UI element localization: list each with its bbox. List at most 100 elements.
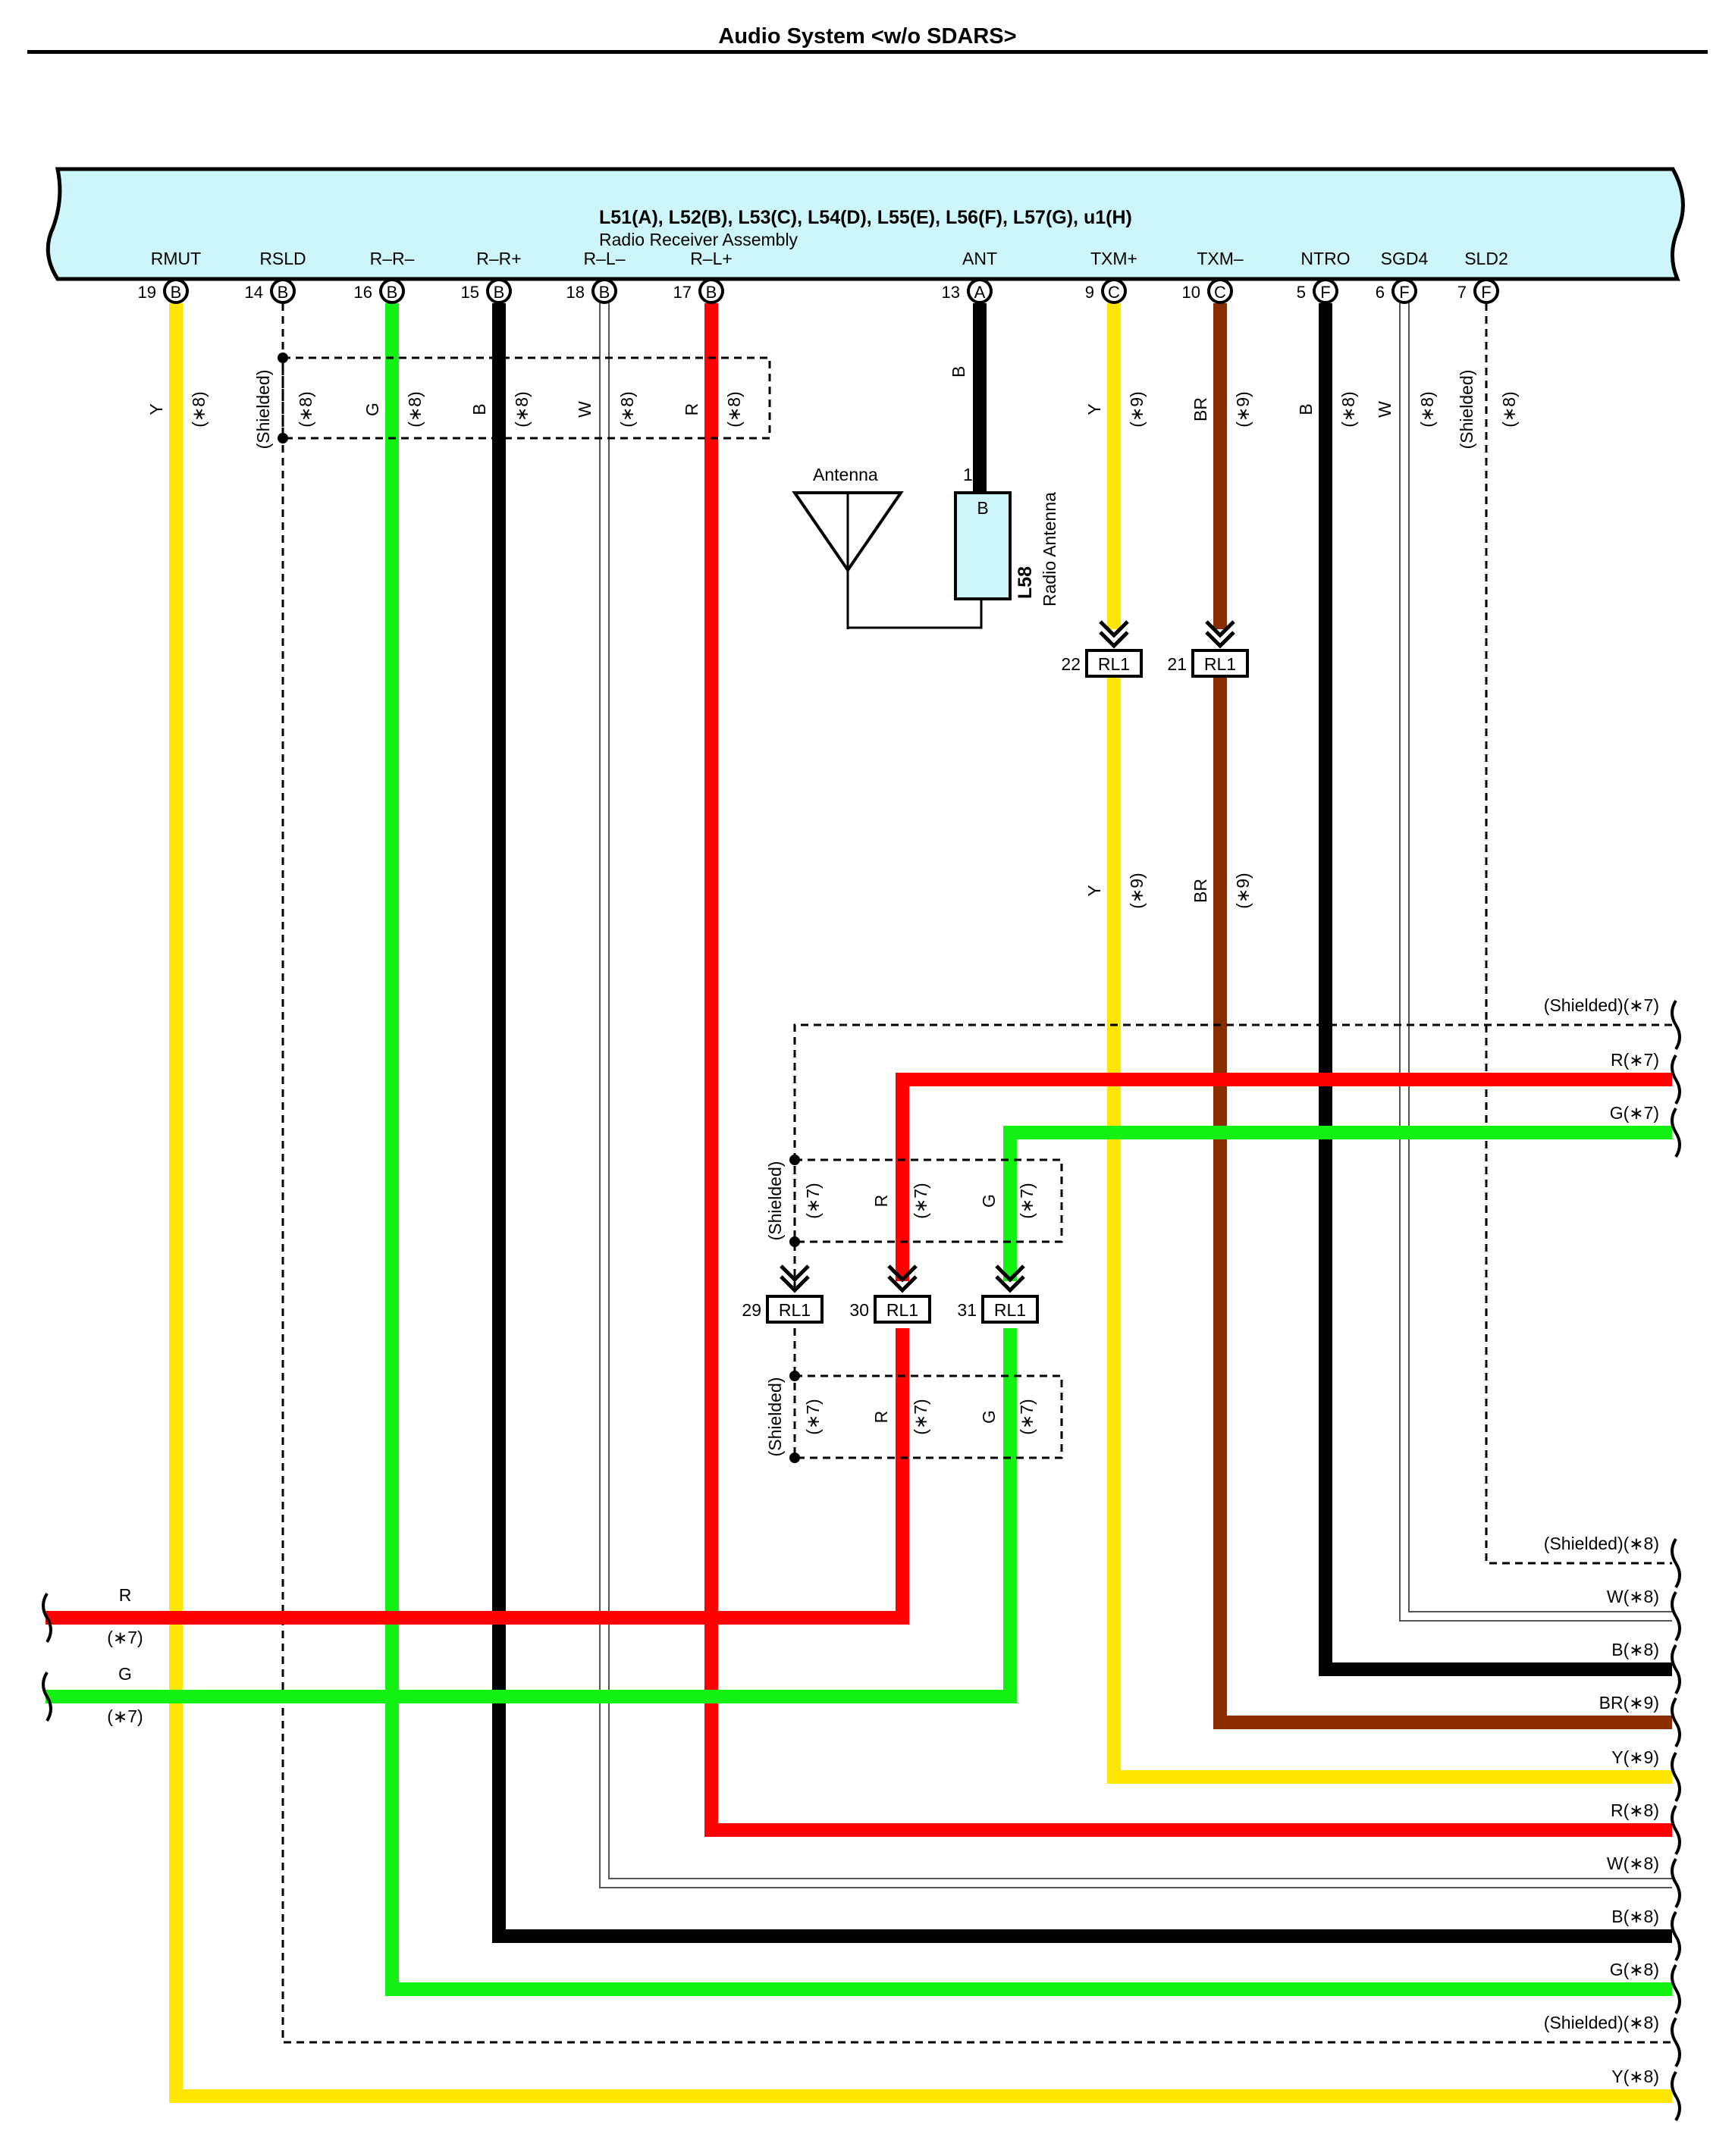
right-bottom-output-9: (Shielded)(∗8) — [1544, 2013, 1659, 2032]
right-bottom-output-6: W(∗8) — [1607, 1854, 1659, 1873]
radio-antenna-name: Radio Antenna — [1040, 492, 1059, 606]
right-top-brace-2 — [1671, 1107, 1681, 1158]
right-bottom-output-7: B(∗8) — [1611, 1907, 1659, 1926]
wire-txm-minus-br — [1213, 676, 1672, 1729]
rl1-name-22: RL1 — [1098, 654, 1130, 674]
wire-rr-minus-g — [385, 303, 1672, 1996]
right-top-brace-0 — [1671, 999, 1681, 1051]
terminal-pin-rr-plus: 15 — [461, 283, 479, 302]
wire-code-txm-plus: Y — [1084, 403, 1104, 415]
shield-box-receiver-dot-top — [278, 353, 288, 363]
shield-group-r-0: R — [871, 1195, 891, 1208]
right-bottom-brace-1 — [1671, 1590, 1681, 1642]
right-bottom-brace-2 — [1671, 1644, 1681, 1695]
right-bottom-output-5: R(∗8) — [1611, 1800, 1659, 1820]
right-bottom-brace-0 — [1671, 1537, 1681, 1589]
right-bottom-output-10: Y(∗8) — [1611, 2067, 1659, 2086]
rl1-pin-22: 22 — [1061, 654, 1081, 674]
terminal-label-rr-plus: R–R+ — [476, 249, 521, 268]
terminal-pin-sld2: 7 — [1457, 283, 1467, 302]
wire-note-rl-minus: (∗8) — [617, 391, 637, 427]
terminal-rl-minus — [591, 278, 617, 304]
wire-note-rl-plus: (∗8) — [724, 391, 744, 427]
right-top-output-1: R(∗7) — [1611, 1050, 1659, 1070]
shield-box-mid-upper-dot-top — [789, 1155, 800, 1165]
shield-box-mid-lower — [793, 1374, 1063, 1459]
terminal-label-rsld: RSLD — [259, 249, 306, 268]
rl1-arrow-30 — [887, 1264, 918, 1293]
wire-note-txm-plus: (∗9) — [1127, 391, 1147, 427]
left-input-note-1: (∗7) — [107, 1706, 143, 1726]
wire-left-g — [45, 1328, 1017, 1703]
terminal-conn-ant: A — [974, 283, 986, 302]
terminal-sgd4 — [1391, 278, 1417, 304]
terminal-label-rmut: RMUT — [151, 249, 201, 268]
rl1-name-29: RL1 — [779, 1300, 811, 1320]
shield-group-r-1: R — [871, 1411, 891, 1424]
terminal-conn-txm-plus: C — [1108, 283, 1120, 302]
terminal-pin-rsld: 14 — [245, 283, 263, 302]
radio-antenna-code: L58 — [1015, 566, 1036, 599]
receiver-name: Radio Receiver Assembly — [599, 230, 798, 249]
wire-note-rr-plus: (∗8) — [512, 391, 532, 427]
wire-rl-minus-w-outline — [599, 303, 1672, 1888]
rl1-name-31: RL1 — [994, 1300, 1026, 1320]
shield-box-mid-upper-dot-bottom — [789, 1236, 800, 1247]
wire-txm-plus-y — [1107, 676, 1672, 1784]
radio-antenna-pin: 1 — [963, 465, 973, 484]
terminal-txm-plus — [1101, 278, 1127, 304]
terminal-label-rl-minus: R–L– — [584, 249, 626, 268]
wire-mid-g-top — [1003, 1126, 1672, 1281]
right-bottom-brace-6 — [1671, 1857, 1681, 1909]
rl1-name-21: RL1 — [1204, 654, 1236, 674]
wire-code-sgd4: W — [1375, 401, 1395, 418]
terminal-txm-minus — [1207, 278, 1233, 304]
wire-code-txm-minus: BR — [1191, 397, 1210, 421]
terminal-pin-sgd4: 6 — [1376, 283, 1385, 302]
left-input-brace-1 — [42, 1671, 52, 1722]
terminal-conn-sld2: F — [1481, 283, 1491, 302]
left-input-brace-0 — [42, 1592, 52, 1644]
terminal-conn-rl-minus: B — [599, 283, 610, 302]
wire-sgd4-w-outline — [1399, 303, 1672, 1622]
terminal-rsld — [270, 278, 296, 304]
rl1-box-30 — [874, 1295, 931, 1324]
right-bottom-output-4: Y(∗9) — [1611, 1747, 1659, 1767]
terminal-label-rl-plus: R–L+ — [690, 249, 733, 268]
wire-code-rr-plus: B — [469, 403, 489, 415]
wire-note-txm-minus: (∗9) — [1233, 391, 1253, 427]
right-bottom-brace-3 — [1671, 1697, 1681, 1748]
title-rule — [27, 50, 1708, 54]
right-bottom-output-8: G(∗8) — [1610, 1960, 1659, 1979]
wire-sld2-shield — [1485, 303, 1672, 1565]
left-input-note-0: (∗7) — [107, 1628, 143, 1647]
rl1-pin-21: 21 — [1167, 654, 1187, 674]
terminal-conn-rmut: B — [171, 283, 182, 302]
rl1-box-21 — [1191, 649, 1249, 678]
rl1-arrow-29 — [780, 1264, 810, 1293]
right-bottom-brace-10 — [1671, 2070, 1681, 2122]
shield-boxes — [278, 353, 1063, 1463]
terminal-rl-plus — [698, 278, 724, 304]
left-input-wire-1: G — [118, 1664, 132, 1684]
wire-code-rl-minus: W — [575, 401, 595, 418]
receiver-assembly-body — [45, 167, 1685, 281]
wire-note-sld2: (∗8) — [1499, 391, 1519, 427]
rl1-lower-wire-21: BR — [1191, 879, 1210, 903]
shield-group-g-note-0: (∗7) — [1017, 1183, 1037, 1218]
right-top-output-0: (Shielded)(∗7) — [1544, 995, 1659, 1015]
rl1-arrow-22 — [1099, 620, 1129, 649]
wire-rmut-y — [169, 303, 1672, 2103]
wire-code-rl-plus: R — [682, 403, 701, 416]
wire-code-rsld: (Shielded) — [253, 370, 273, 450]
rl1-connector-22: RL1 22 — [1061, 620, 1143, 678]
right-bottom-brace-4 — [1671, 1751, 1681, 1803]
antenna-symbol — [792, 491, 983, 629]
terminal-label-rr-minus: R–R– — [370, 249, 415, 268]
wire-code-ant: B — [949, 366, 968, 378]
rl1-box-29 — [766, 1295, 824, 1324]
